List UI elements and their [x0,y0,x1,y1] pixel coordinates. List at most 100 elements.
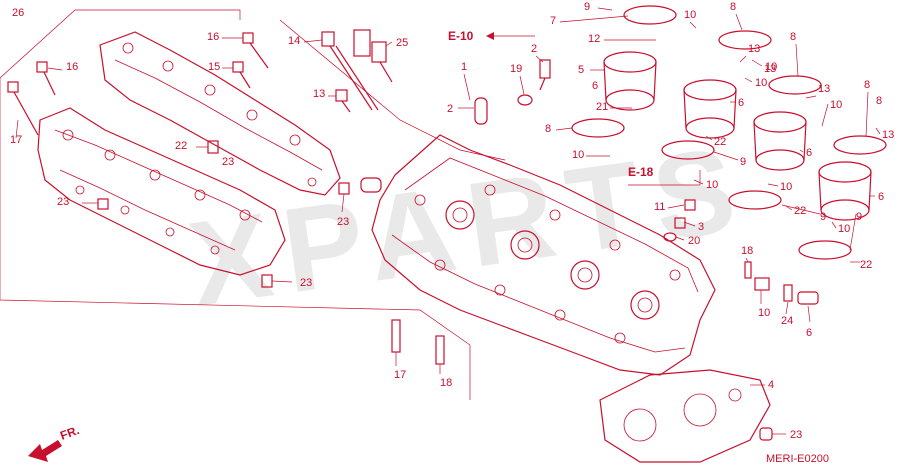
cylinder-head [371,134,716,376]
callout-leader-20 [675,236,685,241]
callout-10: 10 [838,223,850,235]
callout-leader-24 [785,301,789,315]
bolt-16-left [36,61,56,96]
callout-20: 20 [688,235,700,247]
callout-13: 13 [313,88,325,100]
fitting-3 [539,59,551,91]
callout-23: 23 [57,196,69,208]
dowel-23-a [207,140,219,154]
ref-e10: E-10 [448,29,535,43]
callout-leader-11 [667,204,685,209]
insulator-6-b [683,79,737,139]
callout-10: 10 [684,9,696,21]
callout-leader-13 [739,55,747,63]
clamp-9-d [798,240,852,260]
front-label: FR. [58,423,81,443]
callout-leader-8 [795,43,799,77]
callout-leader-10 [693,179,704,185]
clip-19 [744,261,752,279]
callout-22: 22 [714,136,726,148]
callout-leader-22 [785,205,793,211]
callout-5: 5 [578,64,584,76]
callout-4: 4 [768,379,774,391]
callout-11: 11 [654,201,665,213]
callout-leader-8 [555,127,573,131]
screw-4 [674,217,686,229]
clamp-9-c [728,190,782,210]
callout-21: 21 [596,101,608,113]
callout-leader-10 [831,221,837,229]
callout-8: 8 [876,95,882,107]
stud-18-b [435,335,445,365]
callout-leader-23 [271,280,293,283]
insulator-6-d [818,161,872,221]
stud-18-a [391,319,401,353]
bolt-15 [321,31,379,111]
callout-leader-25 [385,41,393,47]
callout-10: 10 [830,99,842,111]
callout-9: 9 [820,211,826,223]
pin-2-top [474,97,488,125]
callout-leader-16 [47,67,63,71]
callout-6: 6 [878,191,884,203]
callout-1: 1 [461,61,467,73]
bolt-17-left [7,81,39,136]
clamp-8-d [833,135,887,155]
callout-13: 13 [882,129,894,141]
callout-leader-9 [713,151,739,161]
callout-10: 10 [572,149,584,161]
callout-23: 23 [300,277,312,289]
callout-leader-10 [751,59,763,67]
callout-13: 13 [764,63,776,75]
callout-leader-8 [735,13,743,31]
callout-8: 8 [730,1,736,13]
callout-leader-13 [875,127,881,135]
callout-8: 8 [864,79,870,91]
callout-23: 23 [790,429,802,441]
callout-leader-9 [597,7,613,11]
callout-leader-6 [807,305,811,323]
dowel-24 [759,427,773,441]
callout-22: 22 [794,205,806,217]
callout-8: 8 [790,31,796,43]
callout-leader-1 [463,73,471,101]
callout-leader-22 [705,135,713,141]
callout-leader-2 [535,55,544,63]
front-arrow-icon [28,440,62,462]
frame-line-left [0,78,471,400]
clamp-9-b [661,140,715,160]
drawing-code: MERI-E0200 [766,453,829,465]
callout-leader-10 [689,21,697,29]
callout-16: 16 [66,61,78,73]
frame-line-top [0,9,241,79]
bolt-17-top [242,32,269,69]
clamp-9-a [571,118,625,138]
callout-leader-10 [821,103,829,127]
callout-leader-7 [559,15,629,23]
callout-13: 13 [818,83,830,95]
callout-9: 9 [856,211,862,223]
callout-10: 10 [765,61,777,73]
callout-22: 22 [860,259,872,271]
callout-13: 13 [748,43,760,55]
head-gasket [599,369,771,463]
clamp-8-a [623,5,677,25]
bolt-14 [335,89,351,113]
callout-leader-18 [745,257,749,263]
callout-10: 10 [758,307,770,319]
ref-e18: E-18 [628,165,701,186]
callout-leader-10 [744,77,753,83]
svg-text:E-10: E-10 [448,29,474,43]
callout-18: 18 [741,245,753,257]
callout-10: 10 [755,77,767,89]
callout-18: 18 [440,377,452,389]
callout-6: 6 [806,147,812,159]
callout-leader-8 [865,91,869,137]
callout-26: 26 [12,7,24,19]
callout-6: 6 [592,80,598,92]
callout-6: 6 [806,327,812,339]
insulator-6-c [753,111,807,171]
callout-19: 19 [510,63,522,75]
